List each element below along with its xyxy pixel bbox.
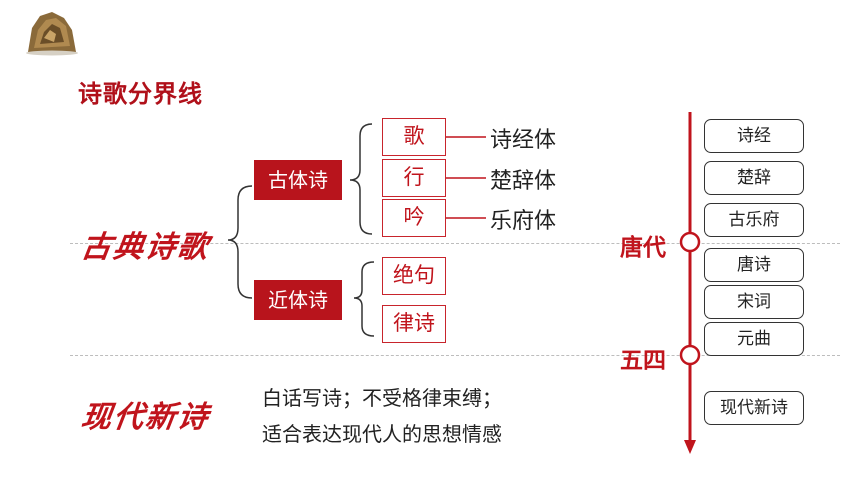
new-poetry-description-line2: 适合表达现代人的思想情感 — [262, 422, 502, 446]
divider-upper — [70, 243, 840, 244]
new-poetry-description-line1: 白话写诗；不受格律束缚； — [262, 386, 502, 410]
jinti-style-box: 近体诗 — [254, 280, 342, 320]
form-box-lvshi: 律诗 — [382, 305, 446, 343]
timeline-item-tangshi: 唐诗 — [704, 248, 804, 282]
stone-artifact-image — [26, 12, 78, 56]
page-title: 诗歌分界线 — [78, 80, 203, 108]
style-label-chuci: 楚辞体 — [490, 169, 557, 194]
form-box-xing: 行 — [382, 159, 446, 197]
ancient-style-box: 古体诗 — [254, 160, 342, 200]
classical-poetry-title: 古典诗歌 — [79, 230, 212, 265]
timeline-marker-wusi — [679, 344, 701, 366]
brace-classical — [227, 185, 253, 299]
brace-ancient — [349, 123, 373, 235]
divider-lower — [70, 355, 840, 356]
timeline-item-xiandaixinshi: 现代新诗 — [704, 391, 804, 425]
form-box-yin: 吟 — [382, 199, 446, 237]
brace-jinti — [353, 261, 375, 337]
timeline-item-chuci: 楚辞 — [704, 161, 804, 195]
style-label-shijing: 诗经体 — [490, 128, 557, 153]
style-label-yuefu: 乐府体 — [490, 209, 557, 234]
era-label-wusi: 五四 — [620, 348, 666, 374]
timeline-item-shijing: 诗经 — [704, 119, 804, 153]
timeline-item-songci: 宋词 — [704, 285, 804, 319]
form-box-ge: 歌 — [382, 118, 446, 156]
timeline-item-yuanqu: 元曲 — [704, 322, 804, 356]
timeline-item-guyuefu: 古乐府 — [704, 203, 804, 237]
form-box-jueju: 绝句 — [382, 257, 446, 295]
timeline-arrow — [684, 440, 696, 454]
timeline-marker-tang — [679, 231, 701, 253]
new-poetry-title: 现代新诗 — [79, 400, 212, 435]
era-label-tang: 唐代 — [620, 235, 666, 261]
